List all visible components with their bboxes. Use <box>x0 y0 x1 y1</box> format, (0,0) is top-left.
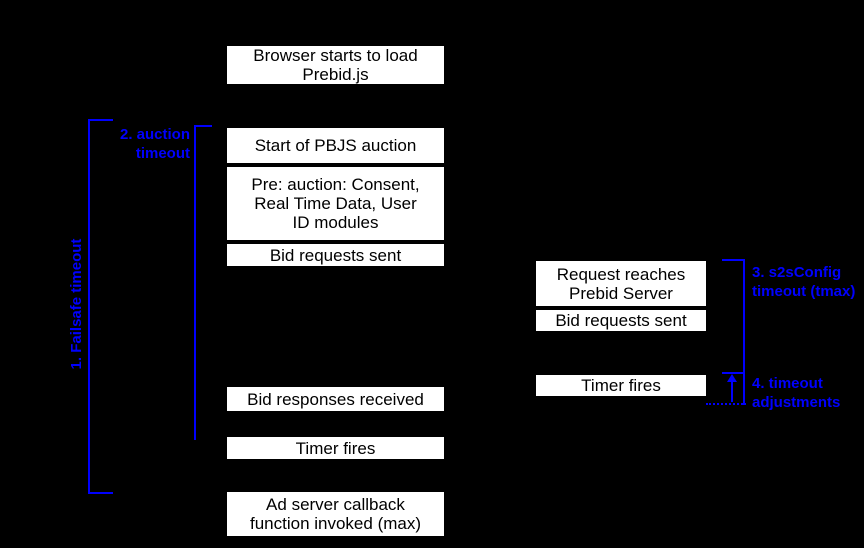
failsafe-timeout-label: 1. Failsafe timeout <box>67 238 85 370</box>
s2s-timeout-bracket <box>722 259 745 405</box>
step-request-reaches-prebid-server: Request reaches Prebid Server <box>534 259 708 308</box>
step-server-timer-fires: Timer fires <box>534 373 708 398</box>
auction-timeout-label-line1: 2. auction <box>119 126 190 143</box>
step-text: Timer fires <box>581 376 661 395</box>
step-timer-fires: Timer fires <box>225 435 446 461</box>
step-bid-requests-sent: Bid requests sent <box>225 242 446 268</box>
step-text: function invoked (max) <box>249 514 422 533</box>
auction-timeout-label-line2: timeout <box>135 144 190 162</box>
step-browser-loads-prebid: Browser starts to load Prebid.js <box>225 44 446 86</box>
timeout-adjustments-label-line2: adjustments <box>752 393 841 411</box>
step-text: Prebid Server <box>569 283 673 303</box>
auction-timeout-label: 2. auction timeout <box>95 126 190 163</box>
step-server-bid-requests-sent: Bid requests sent <box>534 308 708 333</box>
timeout-adjustment-tick <box>722 372 745 374</box>
step-text: Start of PBJS auction <box>254 136 417 155</box>
step-start-pbjs-auction: Start of PBJS auction <box>225 126 446 165</box>
step-pre-auction-modules: Pre: auction: Consent, Real Time Data, U… <box>225 165 446 242</box>
step-text: Bid requests sent <box>555 311 687 330</box>
step-text: Browser starts to load <box>253 46 418 65</box>
step-text: Prebid.js <box>302 65 369 84</box>
timeout-adjustment-dotted-line <box>706 403 746 405</box>
step-text: ID modules <box>292 213 379 232</box>
step-text: Ad server callback <box>266 495 405 514</box>
timeout-adjustments-label-line1: 4. timeout <box>752 375 823 392</box>
step-text: Bid responses received <box>247 389 424 409</box>
s2s-timeout-label: 3. s2sConfig timeout (tmax) <box>752 264 855 301</box>
up-arrow-icon <box>731 381 733 402</box>
failsafe-timeout-bracket <box>88 119 113 494</box>
step-text: Real Time Data, User <box>254 194 417 213</box>
timeout-adjustments-label: 4. timeout adjustments <box>752 375 840 412</box>
step-text: Pre: auction: Consent, <box>251 175 420 194</box>
up-arrow-head-icon <box>727 374 737 382</box>
step-text: Request reaches <box>556 264 686 284</box>
step-bid-responses-received: Bid responses received <box>225 385 446 413</box>
step-ad-server-callback: Ad server callback function invoked (max… <box>225 490 446 538</box>
s2s-timeout-label-line1: 3. s2sConfig <box>752 264 842 281</box>
step-text: Bid requests sent <box>269 245 402 265</box>
auction-timeout-bracket <box>194 125 212 440</box>
step-text: Timer fires <box>295 438 376 458</box>
s2s-timeout-label-line2: timeout (tmax) <box>752 282 856 300</box>
